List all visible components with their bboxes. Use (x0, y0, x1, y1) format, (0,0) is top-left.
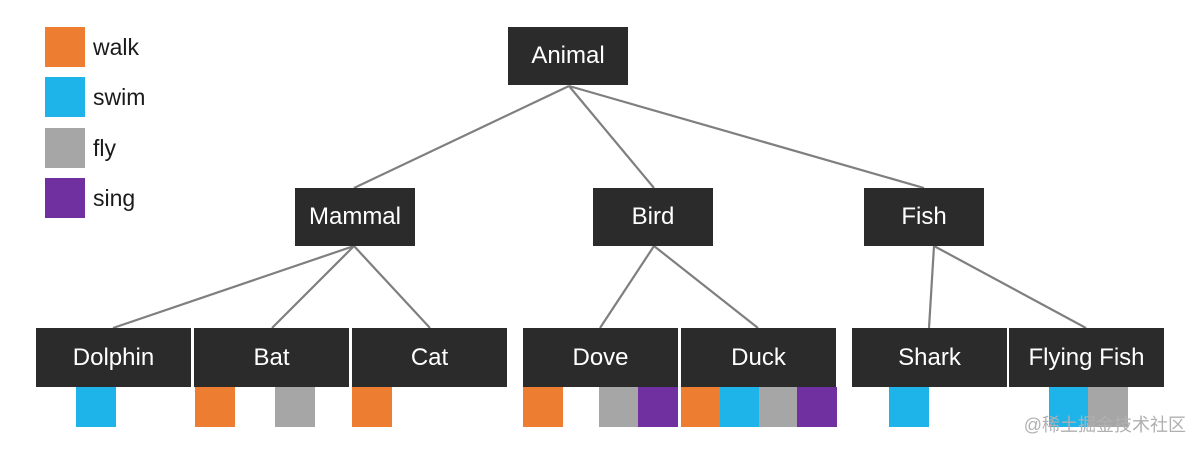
flying-fish-swim-marker (1049, 387, 1089, 427)
sing-swatch (45, 178, 85, 218)
link-bird-dove (599, 245, 655, 329)
link-animal-bird (568, 85, 655, 189)
legend-label: walk (93, 33, 140, 60)
legend-item-swim: swim (45, 77, 145, 117)
duck-sing-marker (797, 387, 837, 427)
node-bat: Bat (194, 328, 349, 387)
node-mammal: Mammal (295, 188, 415, 246)
node-dolphin: Dolphin (36, 328, 191, 387)
legend-label: swim (93, 83, 146, 110)
swim-swatch (45, 77, 85, 117)
dove-walk-marker (523, 387, 563, 427)
fly-swatch (45, 128, 85, 168)
legend-item-walk: walk (45, 27, 139, 67)
link-animal-mammal (353, 85, 570, 189)
node-animal: Animal (508, 27, 628, 85)
link-animal-fish (568, 84, 925, 190)
dove-fly-marker (599, 387, 639, 427)
duck-swim-marker (720, 387, 760, 427)
dolphin-swim-marker (76, 387, 116, 427)
legend-item-fly: fly (45, 128, 116, 168)
link-fish-shark (927, 245, 936, 329)
cat-walk-marker (352, 387, 392, 427)
bat-walk-marker (195, 387, 235, 427)
node-duck: Duck (681, 328, 836, 387)
node-cat: Cat (352, 328, 507, 387)
flying-fish-fly-marker (1088, 387, 1128, 427)
link-mammal-dolphin (112, 244, 355, 330)
legend-label: fly (93, 134, 116, 161)
duck-walk-marker (681, 387, 721, 427)
node-fish: Fish (864, 188, 984, 246)
link-mammal-bat (271, 245, 355, 329)
link-mammal-cat (353, 245, 431, 329)
bat-fly-marker (275, 387, 315, 427)
node-dove: Dove (523, 328, 678, 387)
link-bird-duck (653, 245, 759, 329)
node-shark: Shark (852, 328, 1007, 387)
node-bird: Bird (593, 188, 713, 246)
dove-sing-marker (638, 387, 678, 427)
shark-swim-marker (889, 387, 929, 427)
walk-swatch (45, 27, 85, 67)
watermark: @稀土掘金技术社区 (1023, 415, 1186, 435)
legend-item-sing: sing (45, 178, 135, 218)
legend-label: sing (93, 184, 136, 211)
node-flying-fish: Flying Fish (1009, 328, 1164, 387)
duck-fly-marker (759, 387, 799, 427)
link-fish-flyingfish (933, 245, 1087, 329)
